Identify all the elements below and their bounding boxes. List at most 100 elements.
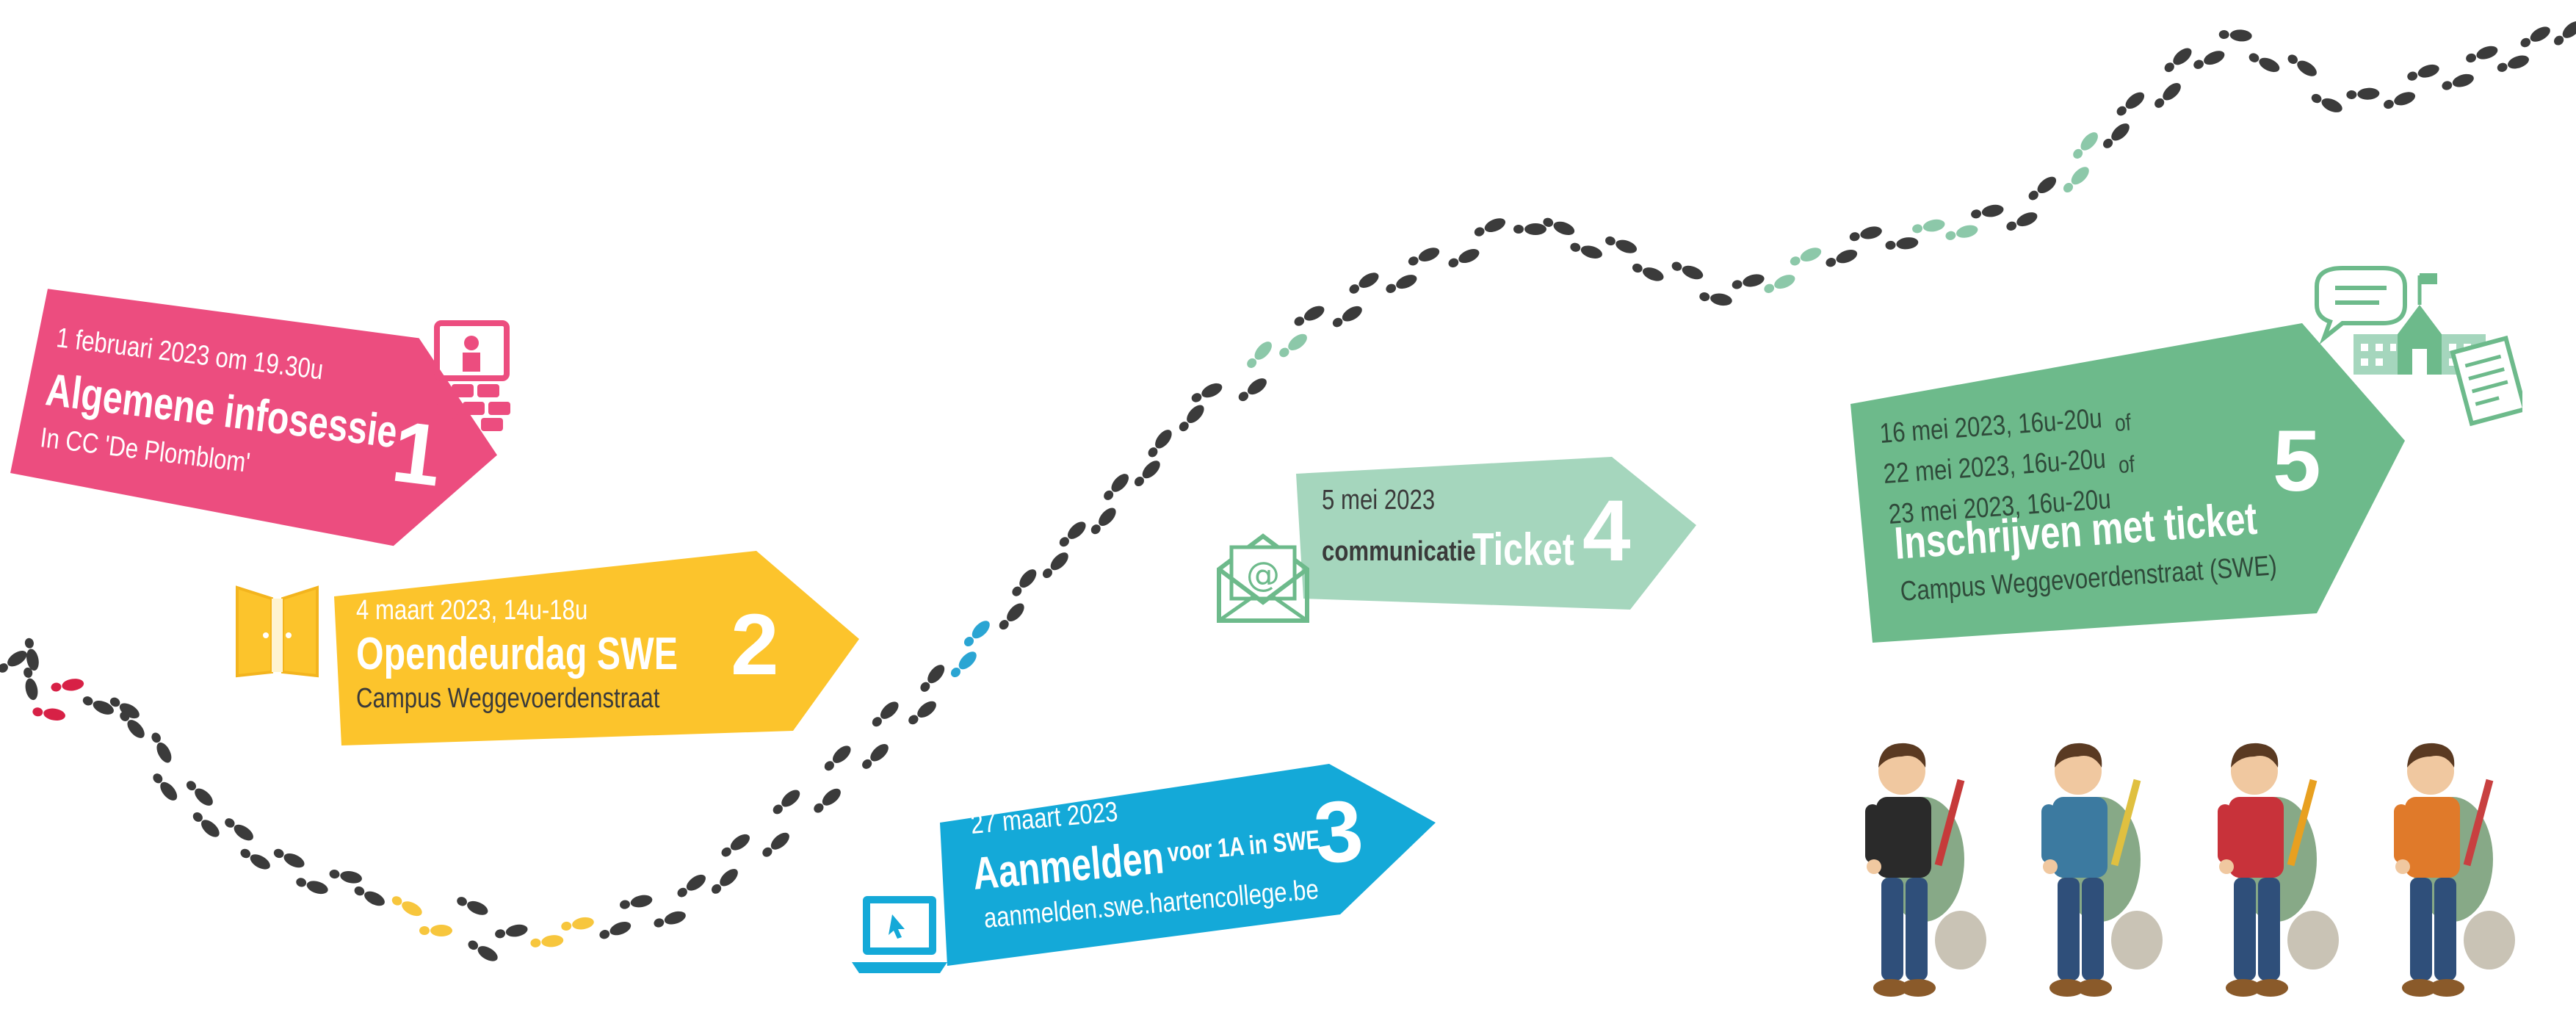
footprint [872, 701, 899, 727]
student-striped-shirt [1836, 734, 1997, 1010]
footprint [2466, 46, 2498, 63]
step-5-number: 5 [2273, 413, 2321, 510]
footprint [950, 651, 977, 678]
students-illustration [1836, 734, 2541, 1014]
footprint [2554, 21, 2576, 46]
footprint [599, 921, 632, 939]
footprint [1148, 430, 1172, 458]
step-5-sign: 16 mei 2023, 16u-20u of 22 mei 2023, 16u… [1843, 323, 2405, 646]
footprint [240, 848, 270, 870]
student-blue-shirt [2012, 734, 2174, 1010]
footprint [1448, 249, 1480, 268]
footprint [1699, 292, 1732, 306]
footprint [824, 745, 851, 771]
footprint [296, 878, 328, 895]
footprint [963, 621, 990, 647]
footprint [1134, 461, 1160, 487]
svg-text:@: @ [1246, 555, 1280, 594]
step-3-sign: 27 maart 2023 Aanmelden voor 1A in SWE a… [933, 749, 1439, 970]
open-door-icon [231, 584, 323, 683]
footprint [1513, 223, 1546, 235]
footprint [2154, 82, 2181, 108]
footprint [1790, 248, 1822, 266]
footprint [0, 651, 27, 673]
step-2-date: 4 maart 2023, 14u-18u [356, 595, 588, 626]
footprint [186, 781, 213, 806]
footprint [1012, 569, 1037, 596]
step-4-prefix: communicatie [1322, 536, 1476, 567]
footprint [2193, 51, 2225, 69]
footprint [2346, 87, 2380, 100]
step-1-sign: 1 februari 2023 om 19.30u Algemene infos… [10, 289, 525, 547]
footprint [1332, 306, 1362, 328]
footprint [1732, 274, 1765, 289]
step-4-sign: 5 mei 2023 communicatie Ticket 4 [1296, 455, 1696, 613]
student-red-shirt [2188, 734, 2350, 1010]
step-5-or-2: of [2117, 450, 2136, 478]
footprint [1971, 204, 2004, 219]
footprint [920, 665, 945, 692]
footprint [2116, 92, 2145, 116]
footprint [1632, 263, 1664, 281]
footprint [1191, 383, 1223, 402]
footprint [82, 696, 114, 715]
footprint [721, 834, 750, 857]
step-4-title: Ticket [1472, 524, 1574, 575]
student-orange-shirt [2365, 734, 2526, 1010]
footprint [153, 773, 178, 801]
footprint [2103, 123, 2130, 148]
presentation-icon [430, 319, 521, 437]
footprint [677, 874, 706, 898]
footprint [814, 788, 841, 813]
footprint [773, 790, 800, 815]
footprint [2520, 26, 2550, 48]
footprint [1408, 248, 1440, 266]
footprint [1279, 333, 1307, 358]
footprint [1912, 219, 1945, 234]
footprint [192, 812, 220, 837]
footprint [1543, 217, 1575, 236]
footprint [2164, 48, 2192, 73]
footprint [862, 743, 889, 769]
footprint [329, 870, 362, 884]
footprint [151, 732, 172, 763]
footprint [495, 924, 528, 939]
footprint [32, 707, 65, 721]
step-5-or-1: of [2113, 408, 2132, 436]
footprint [24, 638, 39, 671]
footprint [1294, 306, 1325, 326]
footprint [2287, 54, 2317, 76]
footprint [620, 895, 653, 909]
step-3-number: 3 [1310, 781, 1367, 883]
footprint [2497, 55, 2529, 72]
footprint [2384, 92, 2416, 109]
footprint [468, 940, 498, 961]
footprint [712, 869, 738, 894]
footprint [1671, 261, 1704, 280]
footprint [1238, 378, 1267, 402]
step-2-number: 2 [731, 596, 779, 693]
footprint [225, 818, 253, 841]
footprint [1826, 249, 1858, 267]
footprint [2028, 176, 2057, 201]
footprint [1090, 508, 1116, 535]
footprint [1570, 242, 1602, 259]
school-icon [2309, 264, 2528, 444]
footprint [2311, 93, 2342, 112]
footprint [273, 848, 305, 868]
footprint [654, 911, 686, 928]
step-2-subtitle: Campus Weggevoerdenstraat [356, 683, 660, 714]
footprint [908, 701, 936, 725]
step-4-number: 4 [1582, 483, 1631, 580]
footprint [2073, 132, 2098, 159]
step-2-title: Opendeurdag SWE [356, 629, 678, 679]
footprint [2442, 73, 2474, 90]
footprint [23, 667, 38, 701]
footprint [530, 935, 564, 947]
step-4-date: 5 mei 2023 [1322, 485, 1436, 516]
footprint [1042, 552, 1068, 579]
footprint [2063, 167, 2089, 193]
footprint [419, 925, 452, 936]
footprint [1059, 521, 1086, 547]
